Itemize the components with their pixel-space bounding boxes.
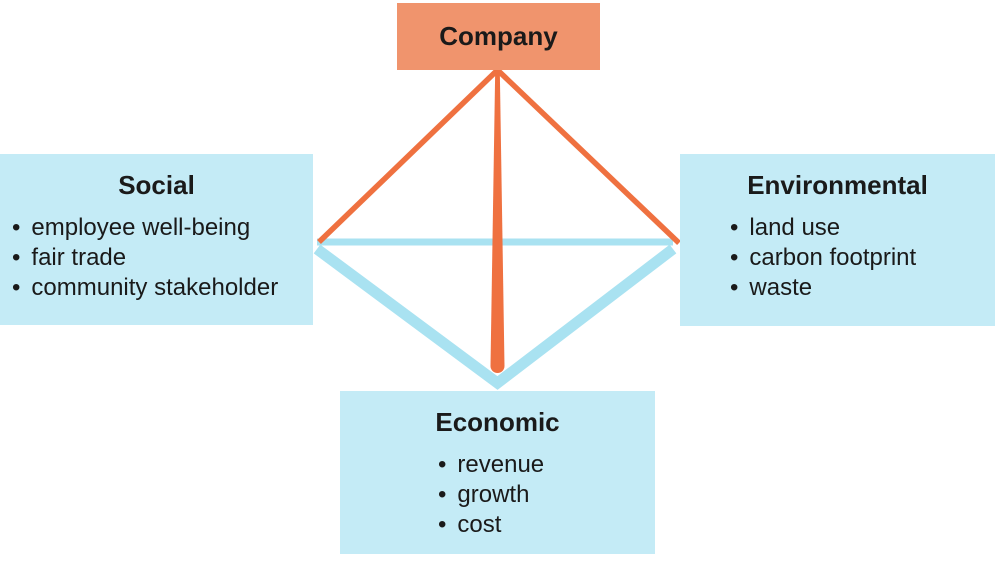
social-environmental-to-economic-connector xyxy=(313,244,677,390)
environmental-list-item: waste xyxy=(730,273,995,303)
social-list: employee well-being fair trade community… xyxy=(0,213,313,303)
economic-title: Economic xyxy=(435,407,560,437)
environmental-title: Environmental xyxy=(747,170,928,200)
company-node: Company xyxy=(397,3,600,70)
environmental-list: land use carbon footprint waste xyxy=(680,213,995,303)
company-social-connector xyxy=(317,68,500,244)
economic-list-item: cost xyxy=(438,510,655,540)
company-label: Company xyxy=(439,21,558,51)
social-title: Social xyxy=(118,170,195,200)
social-list-item: employee well-being xyxy=(12,213,313,243)
social-node: Social employee well-being fair trade co… xyxy=(0,154,313,325)
company-environmental-connector xyxy=(495,68,681,245)
economic-list-item: revenue xyxy=(438,450,655,480)
economic-list-item: growth xyxy=(438,480,655,510)
environmental-list-item: land use xyxy=(730,213,995,243)
economic-list: revenue growth cost xyxy=(340,450,655,540)
environmental-list-item: carbon footprint xyxy=(730,243,995,273)
social-list-item: community stakeholder xyxy=(12,273,313,303)
social-list-item: fair trade xyxy=(12,243,313,273)
company-economic-connector xyxy=(490,70,505,374)
environmental-node: Environmental land use carbon footprint … xyxy=(680,154,995,326)
economic-node: Economic revenue growth cost xyxy=(340,391,655,554)
